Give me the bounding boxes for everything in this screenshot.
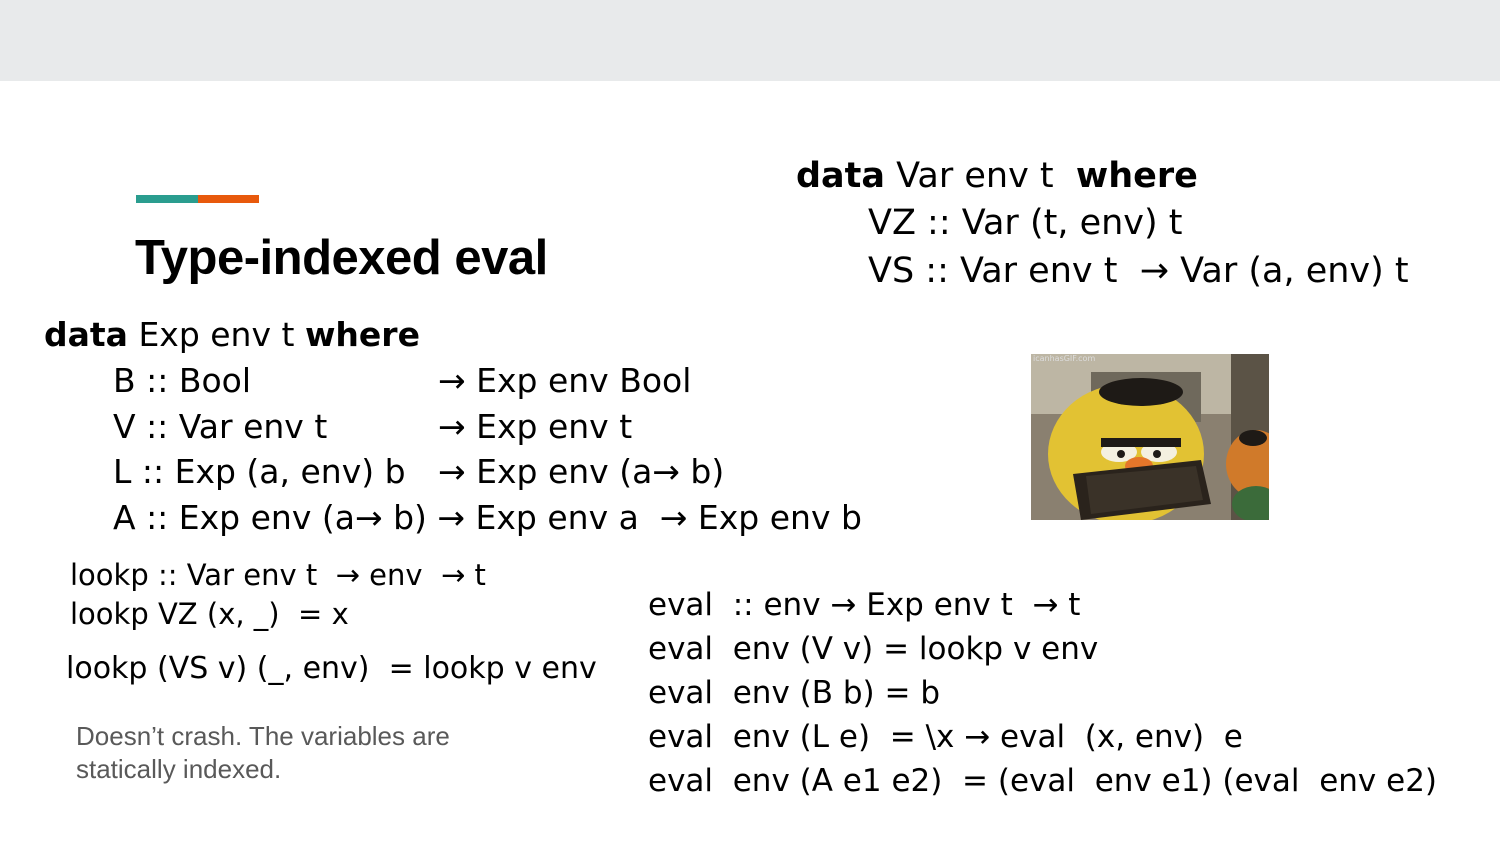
var-constructor-vs: VS :: Var env t → Var (a, env) t bbox=[868, 251, 1409, 291]
accent-bar-orange bbox=[198, 195, 259, 203]
exp-constructor-a: A :: Exp env (a→ b) → Exp env a → Exp en… bbox=[113, 498, 862, 615]
speaker-note: Doesn’t crash. The variables are statica… bbox=[76, 721, 450, 784]
constructor-signature: L :: Exp (a, env) b bbox=[113, 452, 406, 491]
exp-decl-head: data Exp env t where bbox=[44, 315, 420, 354]
bert-reading-gif: icanhasGIF.com bbox=[1031, 354, 1269, 520]
constructor-signature: V :: Var env t bbox=[113, 407, 328, 446]
accent-bar-teal bbox=[136, 195, 198, 203]
var-constructor-vz: VZ :: Var (t, env) t bbox=[868, 203, 1183, 243]
eval-l-case: eval env (L e) = \x → eval (x, env) e bbox=[648, 719, 1243, 755]
constructor-result: → Exp env (a→ b) bbox=[438, 452, 725, 491]
exp-type-head: Exp env t bbox=[138, 315, 295, 354]
constructor-signature: A :: Exp env (a→ b) → Exp env a → Exp en… bbox=[113, 498, 862, 537]
eval-a-case: eval env (A e1 e2) = (eval env e1) (eval… bbox=[648, 763, 1438, 799]
lookp-vs-case: lookp (VS v) (_, env) = lookp v env bbox=[66, 651, 597, 686]
exp-constructor-b: B :: Bool → Exp env Bool bbox=[113, 361, 691, 517]
bert-illustration bbox=[1031, 354, 1269, 520]
var-type-head: Var env t bbox=[896, 156, 1054, 196]
exp-constructor-l: L :: Exp (a, env) b → Exp env (a→ b) bbox=[113, 452, 724, 608]
keyword-data: data bbox=[44, 315, 128, 354]
lookp-signature: lookp :: Var env t → env → t bbox=[70, 558, 486, 592]
constructor-result: → Exp env t bbox=[438, 407, 633, 446]
eval-v-case: eval env (V v) = lookp v env bbox=[648, 631, 1099, 667]
constructor-signature: B :: Bool bbox=[113, 361, 252, 400]
constructor-result: → Exp env Bool bbox=[438, 361, 692, 400]
keyword-data: data bbox=[796, 156, 886, 196]
exp-constructor-v: V :: Var env t → Exp env t bbox=[113, 407, 632, 563]
image-watermark: icanhasGIF.com bbox=[1033, 354, 1096, 363]
top-bar bbox=[0, 0, 1500, 81]
keyword-where: where bbox=[1075, 156, 1198, 196]
lookp-vz-case: lookp VZ (x, _) = x bbox=[70, 597, 349, 631]
slide-title: Type-indexed eval bbox=[135, 231, 548, 285]
var-decl-head: data Var env t where bbox=[796, 156, 1198, 196]
eval-signature: eval :: env → Exp env t → t bbox=[648, 587, 1081, 623]
keyword-where: where bbox=[304, 315, 420, 354]
eval-b-case: eval env (B b) = b bbox=[648, 675, 941, 711]
